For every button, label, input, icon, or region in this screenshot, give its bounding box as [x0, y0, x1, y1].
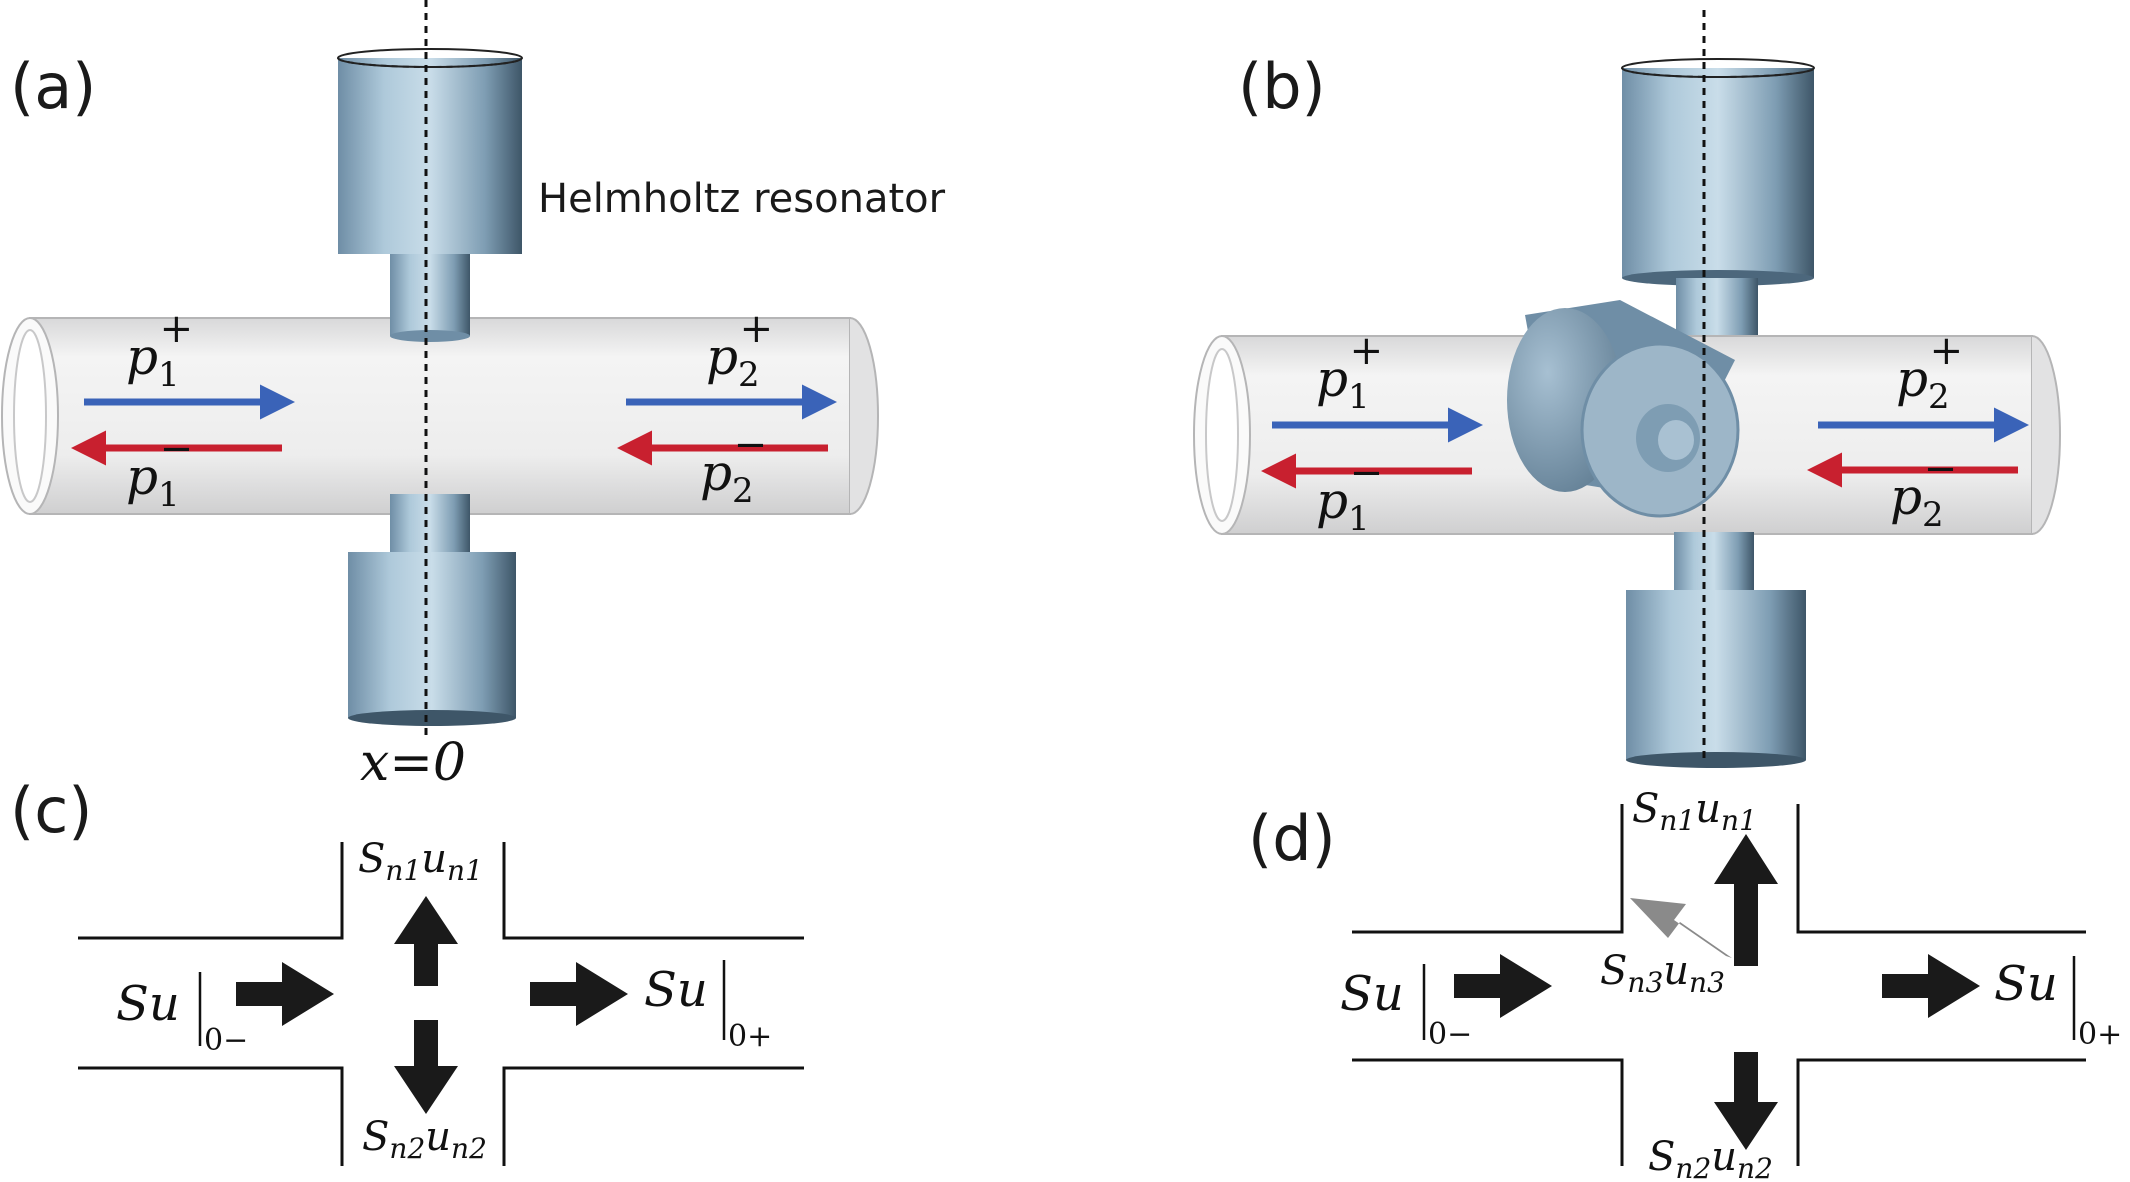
label-p1-minus-a: p1− [126, 426, 193, 515]
x-equals-zero-label: x=0 [360, 733, 466, 793]
panel-d-label: (d) [1248, 802, 1336, 875]
sn1-label-c: Sn1un1 [358, 836, 483, 887]
flux-arrow-out-c [530, 962, 628, 1026]
flux-arrow-third-d [1630, 898, 1732, 958]
eval-left-c: 0− [204, 1023, 248, 1058]
flux-arrow-in-c [236, 962, 334, 1026]
flux-arrow-in-d [1454, 954, 1552, 1018]
duct-a [1, 317, 879, 515]
eval-left-d: 0− [1428, 1017, 1472, 1052]
eval-right-d: 0+ [2078, 1017, 2122, 1052]
panel-d: (d) Su 0− Su 0+ Sn1un1 Sn3un3 Sn2un2 [1248, 786, 2122, 1182]
label-p2-minus-a: p2− [700, 422, 767, 511]
resonator-a-top [337, 48, 523, 342]
sn1-label-d: Sn1un1 [1632, 786, 1757, 837]
helmholtz-resonator-label: Helmholtz resonator [538, 176, 946, 222]
flux-arrow-down-c [394, 1020, 458, 1114]
panel-c: (c) Su 0− Su 0+ Sn1un1 Sn2un2 [10, 774, 804, 1166]
label-p2-minus-b: p2− [1890, 446, 1957, 535]
resonator-b-top [1621, 58, 1815, 358]
flux-arrow-up-c [394, 896, 458, 986]
junction-outline-c [78, 842, 804, 1166]
sn2-label-c: Sn2un2 [362, 1114, 487, 1165]
label-p2-plus-a: p2+ [706, 306, 773, 395]
su-left-d: Su [1340, 966, 1404, 1022]
label-p1-plus-b: p1+ [1316, 328, 1383, 417]
resonator-b-bottom [1626, 532, 1806, 768]
junction-outline-d [1352, 804, 2086, 1166]
panel-b: (b) [1193, 10, 2061, 768]
label-p2-plus-b: p2+ [1896, 328, 1963, 417]
label-p1-minus-b: p1− [1316, 450, 1383, 539]
flux-arrow-down-d [1714, 1052, 1778, 1150]
resonator-a-bottom [348, 494, 516, 726]
flux-arrow-up-d [1714, 834, 1778, 966]
su-left-c: Su [116, 976, 180, 1032]
su-right-d: Su [1994, 956, 2058, 1012]
sn2-label-d: Sn2un2 [1648, 1134, 1773, 1182]
flux-arrow-out-d [1882, 954, 1980, 1018]
resonator-b-side [1507, 300, 1740, 518]
su-right-c: Su [644, 962, 708, 1018]
label-p1-plus-a: p1+ [126, 306, 193, 395]
panel-a-label: (a) [10, 50, 96, 123]
eval-right-c: 0+ [728, 1019, 772, 1054]
panel-c-label: (c) [10, 774, 92, 847]
sn3-label-d: Sn3un3 [1600, 948, 1725, 999]
panel-a: (a) p1+ p1− p2+ [1, 0, 946, 793]
panel-b-label: (b) [1238, 50, 1326, 123]
